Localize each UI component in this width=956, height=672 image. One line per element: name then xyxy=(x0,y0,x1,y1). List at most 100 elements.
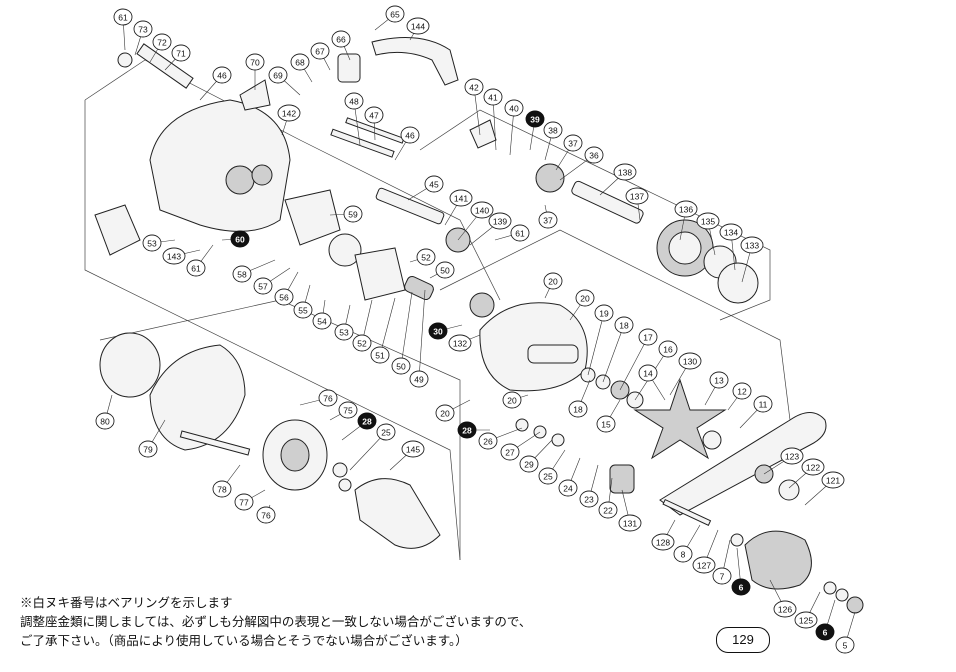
callout-number: 52 xyxy=(357,339,367,349)
callout-bubble xyxy=(212,66,232,84)
leader-line xyxy=(400,291,413,367)
callout-number: 57 xyxy=(258,282,268,292)
callout-number: 39 xyxy=(530,115,540,125)
part-callout-61: 61 xyxy=(510,224,530,242)
callout-bubble xyxy=(821,471,845,489)
callout-bubble xyxy=(500,443,520,461)
bearing-callout-bubble xyxy=(731,578,751,596)
leader-line xyxy=(492,96,497,151)
callout-bubble xyxy=(543,121,563,139)
callout-number: 141 xyxy=(454,194,468,204)
callout-number: 58 xyxy=(237,270,247,280)
part-callout-6: 6 xyxy=(815,623,835,641)
part-callout-18: 18 xyxy=(568,400,588,418)
callout-number: 36 xyxy=(589,151,599,161)
callout-bubble xyxy=(232,265,252,283)
leader-line xyxy=(379,297,396,356)
callout-bubble xyxy=(519,455,539,473)
callout-number: 56 xyxy=(279,293,289,303)
part-callout-132: 132 xyxy=(448,334,472,352)
callout-number: 20 xyxy=(548,277,558,287)
part-callout-24: 24 xyxy=(558,479,578,497)
part-callout-144: 144 xyxy=(406,17,430,35)
part-callout-6: 6 xyxy=(731,578,751,596)
callout-number: 130 xyxy=(683,357,697,367)
part-callout-40: 40 xyxy=(504,99,524,117)
callout-number: 128 xyxy=(656,538,670,548)
callout-bubble xyxy=(274,288,294,306)
callout-number: 142 xyxy=(282,109,296,119)
callout-bubble xyxy=(409,370,429,388)
callout-number: 53 xyxy=(339,328,349,338)
callout-bubble xyxy=(290,53,310,71)
callout-number: 135 xyxy=(701,217,715,227)
callout-number: 46 xyxy=(405,131,415,141)
part-callout-46: 46 xyxy=(400,126,420,144)
part-callout-127: 127 xyxy=(692,556,716,574)
callout-bubble xyxy=(638,364,658,382)
handle-arm-part xyxy=(659,412,827,516)
callout-bubble xyxy=(658,340,678,358)
callout-bubble xyxy=(277,104,301,122)
callout-bubble xyxy=(488,212,512,230)
callout-bubble xyxy=(142,234,162,252)
bearing-callout-bubble xyxy=(357,412,377,430)
part-callout-59: 59 xyxy=(343,205,363,223)
part-callout-52: 52 xyxy=(352,334,372,352)
part-callout-39: 39 xyxy=(525,110,545,128)
callout-bubble xyxy=(732,382,752,400)
callout-bubble xyxy=(638,328,658,346)
part-callout-139: 139 xyxy=(488,212,512,230)
callout-bubble xyxy=(416,248,436,266)
callout-number: 61 xyxy=(515,229,525,239)
part-callout-28: 28 xyxy=(457,421,477,439)
part-callout-68: 68 xyxy=(290,53,310,71)
part-callout-25: 25 xyxy=(376,423,396,441)
part-callout-122: 122 xyxy=(801,458,825,476)
part-callout-121: 121 xyxy=(821,471,845,489)
part-callout-125: 125 xyxy=(794,611,818,629)
callout-number: 61 xyxy=(191,264,201,274)
callout-bubble xyxy=(618,514,642,532)
callout-number: 132 xyxy=(453,339,467,349)
callout-bubble xyxy=(138,440,158,458)
part-callout-41: 41 xyxy=(483,88,503,106)
part-callout-20: 20 xyxy=(575,289,595,307)
part-callout-73: 73 xyxy=(133,20,153,38)
part-callout-143: 143 xyxy=(162,247,186,265)
callout-number: 11 xyxy=(759,400,768,410)
reel-parts xyxy=(94,37,864,614)
part-callout-76: 76 xyxy=(256,506,276,524)
part-callout-78: 78 xyxy=(212,480,232,498)
callout-number: 20 xyxy=(440,409,450,419)
bearing-callout-bubble xyxy=(230,230,250,248)
part-callout-19: 19 xyxy=(594,304,614,322)
part-callout-18: 18 xyxy=(614,316,634,334)
callout-number: 45 xyxy=(429,180,439,190)
callout-bubble xyxy=(651,533,675,551)
callout-bubble xyxy=(406,17,430,35)
bearing-callout-bubble xyxy=(457,421,477,439)
leader-line xyxy=(418,289,426,380)
callout-number: 121 xyxy=(826,476,840,486)
part-callout-25: 25 xyxy=(538,467,558,485)
callout-bubble xyxy=(171,44,191,62)
bearing-callout-bubble xyxy=(815,623,835,641)
callout-bubble xyxy=(212,480,232,498)
bearing-callout-bubble xyxy=(428,322,448,340)
callout-bubble xyxy=(391,357,411,375)
part-callout-14: 14 xyxy=(638,364,658,382)
side-cover-part xyxy=(99,332,161,398)
part-callout-141: 141 xyxy=(449,189,473,207)
callout-number: 25 xyxy=(381,428,391,438)
callout-number: 69 xyxy=(273,71,283,81)
callout-bubble xyxy=(613,163,637,181)
part-callout-71: 71 xyxy=(171,44,191,62)
callout-bubble xyxy=(343,205,363,223)
callout-bubble xyxy=(162,247,186,265)
callout-number: 76 xyxy=(261,511,271,521)
callout-number: 144 xyxy=(411,22,425,32)
callout-number: 20 xyxy=(580,294,590,304)
callout-number: 51 xyxy=(375,351,385,361)
part-callout-54: 54 xyxy=(312,312,332,330)
